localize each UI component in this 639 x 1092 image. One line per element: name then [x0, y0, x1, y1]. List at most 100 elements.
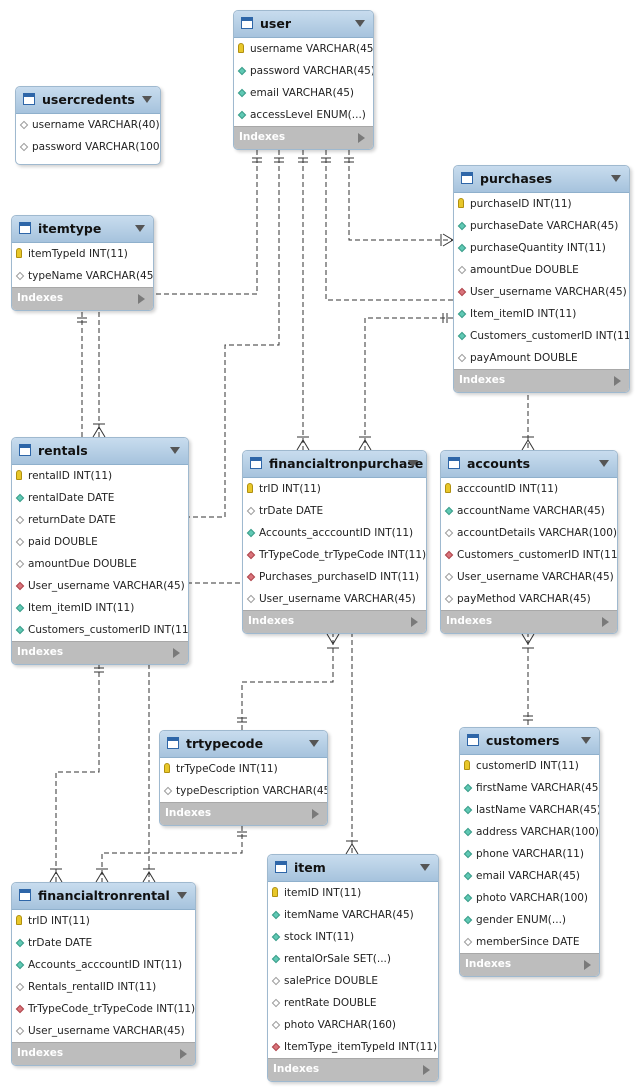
- column-row[interactable]: photo VARCHAR(100): [460, 887, 599, 909]
- collapse-arrow-icon[interactable]: [611, 175, 621, 182]
- column-row[interactable]: lastName VARCHAR(45): [460, 799, 599, 821]
- column-row[interactable]: password VARCHAR(45): [234, 60, 373, 82]
- table-header[interactable]: financialtronrental: [12, 883, 195, 910]
- collapse-arrow-icon[interactable]: [170, 447, 180, 454]
- column-row[interactable]: itemID INT(11): [268, 882, 438, 904]
- column-row[interactable]: salePrice DOUBLE: [268, 970, 438, 992]
- expand-arrow-icon[interactable]: [173, 648, 180, 658]
- indexes-section[interactable]: Indexes: [234, 126, 373, 149]
- column-row[interactable]: address VARCHAR(100): [460, 821, 599, 843]
- column-row[interactable]: accountName VARCHAR(45): [441, 500, 617, 522]
- column-row[interactable]: payAmount DOUBLE: [454, 347, 629, 369]
- expand-arrow-icon[interactable]: [312, 809, 319, 819]
- table-header[interactable]: itemtype: [12, 216, 153, 243]
- column-row[interactable]: Item_itemID INT(11): [454, 303, 629, 325]
- column-row[interactable]: trDate DATE: [12, 932, 195, 954]
- collapse-arrow-icon[interactable]: [420, 864, 430, 871]
- column-row[interactable]: typeName VARCHAR(45): [12, 265, 153, 287]
- table-header[interactable]: user: [234, 11, 373, 38]
- column-row[interactable]: stock INT(11): [268, 926, 438, 948]
- column-row[interactable]: email VARCHAR(45): [234, 82, 373, 104]
- column-row[interactable]: password VARCHAR(100): [16, 136, 160, 158]
- collapse-arrow-icon[interactable]: [408, 460, 418, 467]
- column-row[interactable]: Customers_customerID INT(11): [454, 325, 629, 347]
- column-row[interactable]: payMethod VARCHAR(45): [441, 588, 617, 610]
- column-row[interactable]: email VARCHAR(45): [460, 865, 599, 887]
- column-row[interactable]: rentRate DOUBLE: [268, 992, 438, 1014]
- column-row[interactable]: amountDue DOUBLE: [454, 259, 629, 281]
- column-row[interactable]: accessLevel ENUM(...): [234, 104, 373, 126]
- column-row[interactable]: username VARCHAR(45): [234, 38, 373, 60]
- column-row[interactable]: trDate DATE: [243, 500, 426, 522]
- indexes-section[interactable]: Indexes: [454, 369, 629, 392]
- column-row[interactable]: Rentals_rentalID INT(11): [12, 976, 195, 998]
- indexes-section[interactable]: Indexes: [12, 1042, 195, 1065]
- column-row[interactable]: Customers_customerID INT(11): [441, 544, 617, 566]
- column-row[interactable]: purchaseID INT(11): [454, 193, 629, 215]
- column-row[interactable]: photo VARCHAR(160): [268, 1014, 438, 1036]
- expand-arrow-icon[interactable]: [602, 617, 609, 627]
- column-row[interactable]: username VARCHAR(40): [16, 114, 160, 136]
- column-row[interactable]: TrTypeCode_trTypeCode INT(11): [12, 998, 195, 1020]
- indexes-section[interactable]: Indexes: [460, 953, 599, 976]
- table-header[interactable]: financialtronpurchase: [243, 451, 426, 478]
- indexes-section[interactable]: Indexes: [12, 287, 153, 310]
- column-row[interactable]: purchaseDate VARCHAR(45): [454, 215, 629, 237]
- expand-arrow-icon[interactable]: [614, 376, 621, 386]
- column-row[interactable]: accountDetails VARCHAR(100): [441, 522, 617, 544]
- column-row[interactable]: User_username VARCHAR(45): [243, 588, 426, 610]
- column-row[interactable]: rentalOrSale SET(...): [268, 948, 438, 970]
- table-header[interactable]: purchases: [454, 166, 629, 193]
- column-row[interactable]: itemTypeId INT(11): [12, 243, 153, 265]
- column-row[interactable]: returnDate DATE: [12, 509, 188, 531]
- indexes-section[interactable]: Indexes: [243, 610, 426, 633]
- column-row[interactable]: Accounts_acccountID INT(11): [243, 522, 426, 544]
- expand-arrow-icon[interactable]: [358, 133, 365, 143]
- expand-arrow-icon[interactable]: [423, 1065, 430, 1075]
- collapse-arrow-icon[interactable]: [599, 460, 609, 467]
- column-row[interactable]: memberSince DATE: [460, 931, 599, 953]
- table-header[interactable]: item: [268, 855, 438, 882]
- column-row[interactable]: rentalID INT(11): [12, 465, 188, 487]
- column-row[interactable]: User_username VARCHAR(45): [12, 1020, 195, 1042]
- column-row[interactable]: TrTypeCode_trTypeCode INT(11): [243, 544, 426, 566]
- column-row[interactable]: itemName VARCHAR(45): [268, 904, 438, 926]
- indexes-section[interactable]: Indexes: [12, 641, 188, 664]
- table-header[interactable]: trtypecode: [160, 731, 327, 758]
- column-row[interactable]: trID INT(11): [12, 910, 195, 932]
- column-row[interactable]: phone VARCHAR(11): [460, 843, 599, 865]
- column-row[interactable]: customerID INT(11): [460, 755, 599, 777]
- column-row[interactable]: gender ENUM(...): [460, 909, 599, 931]
- collapse-arrow-icon[interactable]: [581, 737, 591, 744]
- column-row[interactable]: purchaseQuantity INT(11): [454, 237, 629, 259]
- collapse-arrow-icon[interactable]: [309, 740, 319, 747]
- column-row[interactable]: User_username VARCHAR(45): [12, 575, 188, 597]
- column-row[interactable]: paid DOUBLE: [12, 531, 188, 553]
- table-header[interactable]: accounts: [441, 451, 617, 478]
- expand-arrow-icon[interactable]: [411, 617, 418, 627]
- indexes-section[interactable]: Indexes: [268, 1058, 438, 1081]
- column-row[interactable]: acccountID INT(11): [441, 478, 617, 500]
- column-row[interactable]: rentalDate DATE: [12, 487, 188, 509]
- indexes-section[interactable]: Indexes: [441, 610, 617, 633]
- expand-arrow-icon[interactable]: [584, 960, 591, 970]
- column-row[interactable]: amountDue DOUBLE: [12, 553, 188, 575]
- column-row[interactable]: Customers_customerID INT(11): [12, 619, 188, 641]
- collapse-arrow-icon[interactable]: [177, 892, 187, 899]
- column-row[interactable]: trID INT(11): [243, 478, 426, 500]
- collapse-arrow-icon[interactable]: [135, 225, 145, 232]
- column-row[interactable]: firstName VARCHAR(45): [460, 777, 599, 799]
- collapse-arrow-icon[interactable]: [355, 20, 365, 27]
- column-row[interactable]: trTypeCode INT(11): [160, 758, 327, 780]
- column-row[interactable]: Purchases_purchaseID INT(11): [243, 566, 426, 588]
- column-row[interactable]: typeDescription VARCHAR(45): [160, 780, 327, 802]
